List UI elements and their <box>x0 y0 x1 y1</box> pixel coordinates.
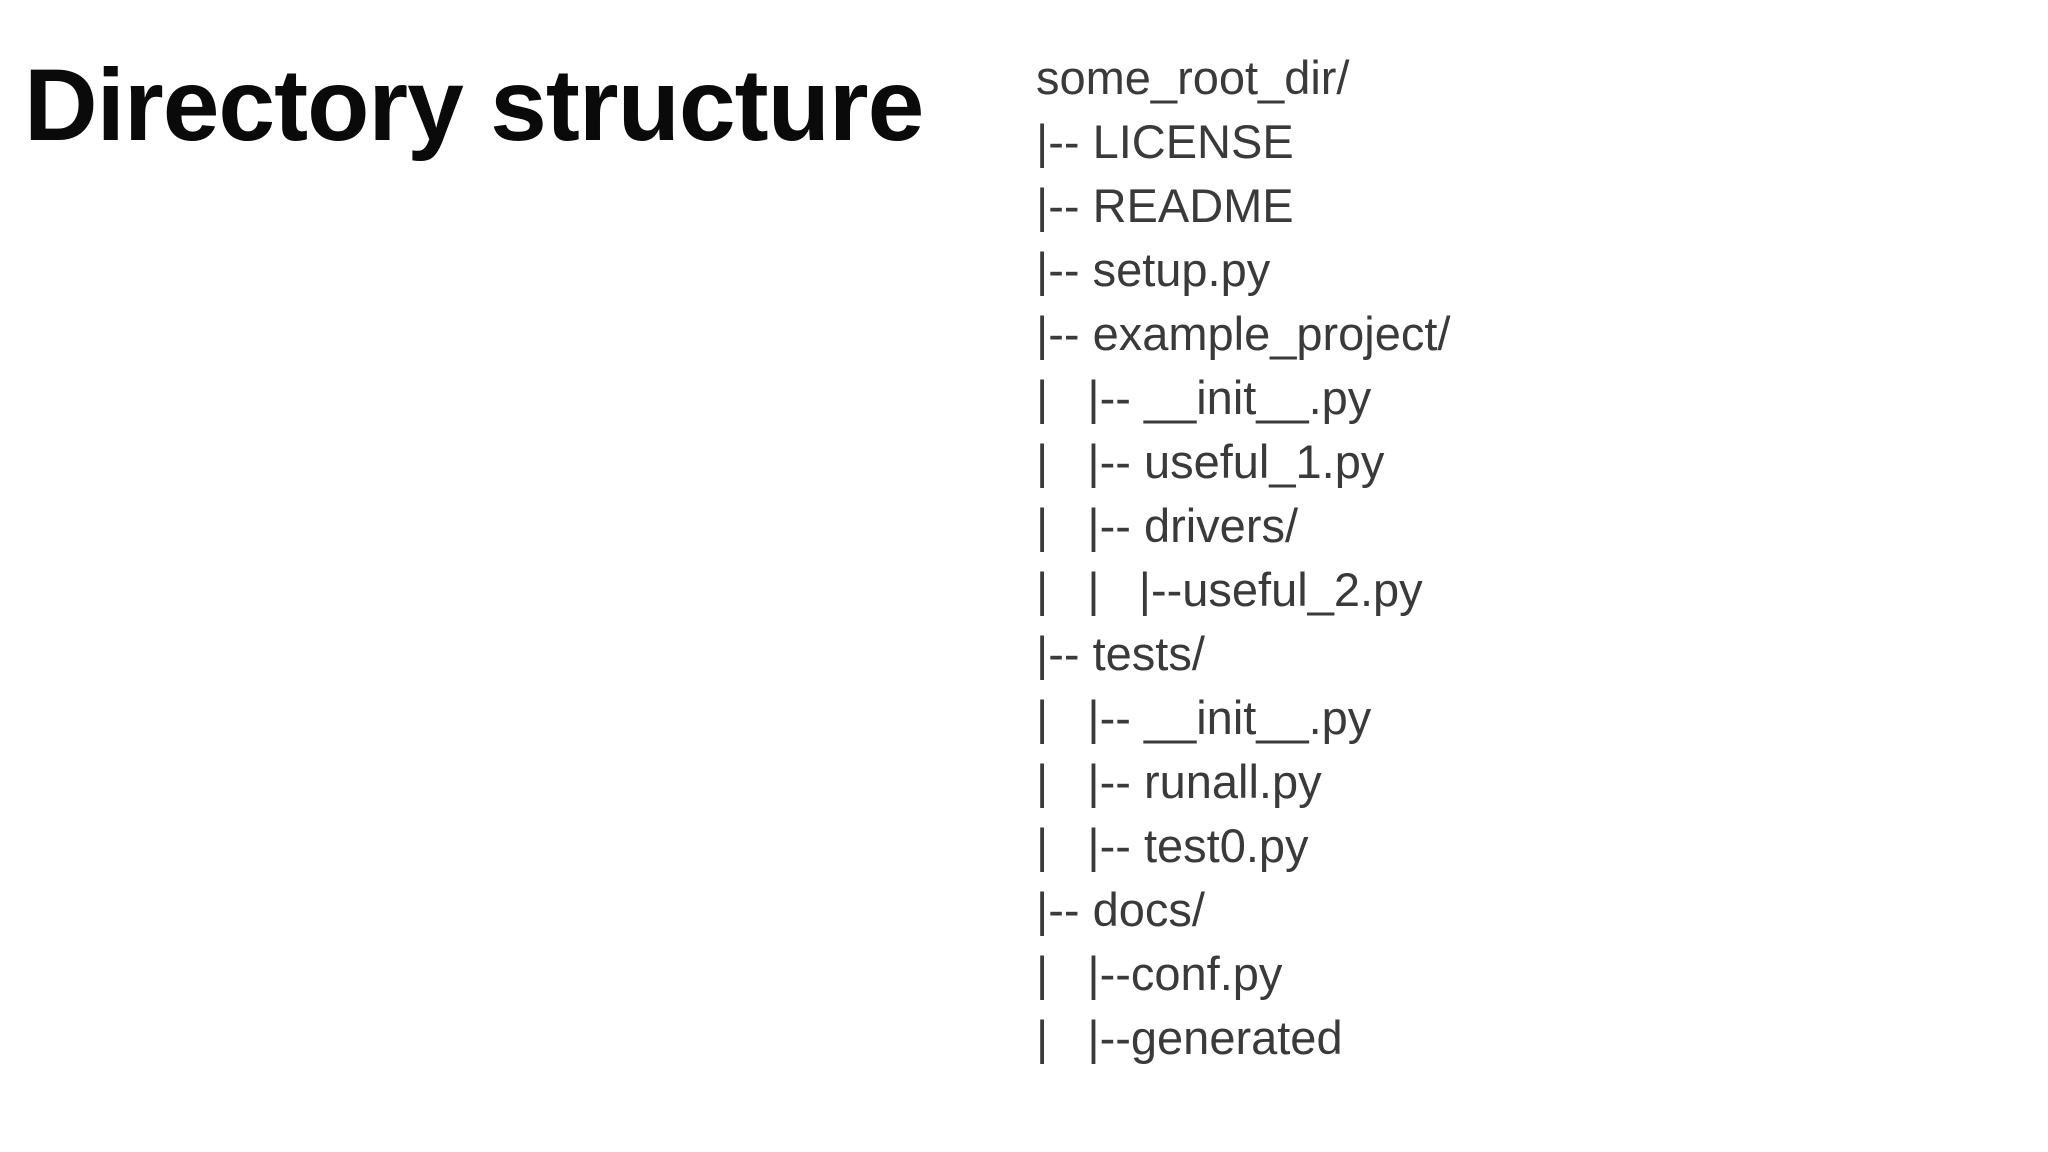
page-title: Directory structure <box>24 48 924 162</box>
directory-tree: some_root_dir/ |-- LICENSE |-- README |-- s… <box>1036 46 1451 1070</box>
tree-line: |-- README <box>1036 179 1294 232</box>
tree-line: | |-- drivers/ <box>1036 499 1299 552</box>
tree-line: | | |--useful_2.py <box>1036 563 1423 616</box>
tree-line: | |-- runall.py <box>1036 755 1322 808</box>
tree-line: | |--conf.py <box>1036 947 1283 1000</box>
tree-line: |-- LICENSE <box>1036 115 1294 168</box>
tree-line: |-- tests/ <box>1036 627 1205 680</box>
tree-line: |-- docs/ <box>1036 883 1205 936</box>
tree-line: | |-- __init__.py <box>1036 371 1372 424</box>
tree-line: | |-- useful_1.py <box>1036 435 1385 488</box>
tree-line: | |-- __init__.py <box>1036 691 1372 744</box>
tree-line: |-- setup.py <box>1036 243 1271 296</box>
tree-line: some_root_dir/ <box>1036 51 1350 104</box>
tree-line: | |-- test0.py <box>1036 819 1309 872</box>
tree-line: |-- example_project/ <box>1036 307 1451 360</box>
tree-line: | |--generated <box>1036 1011 1343 1064</box>
